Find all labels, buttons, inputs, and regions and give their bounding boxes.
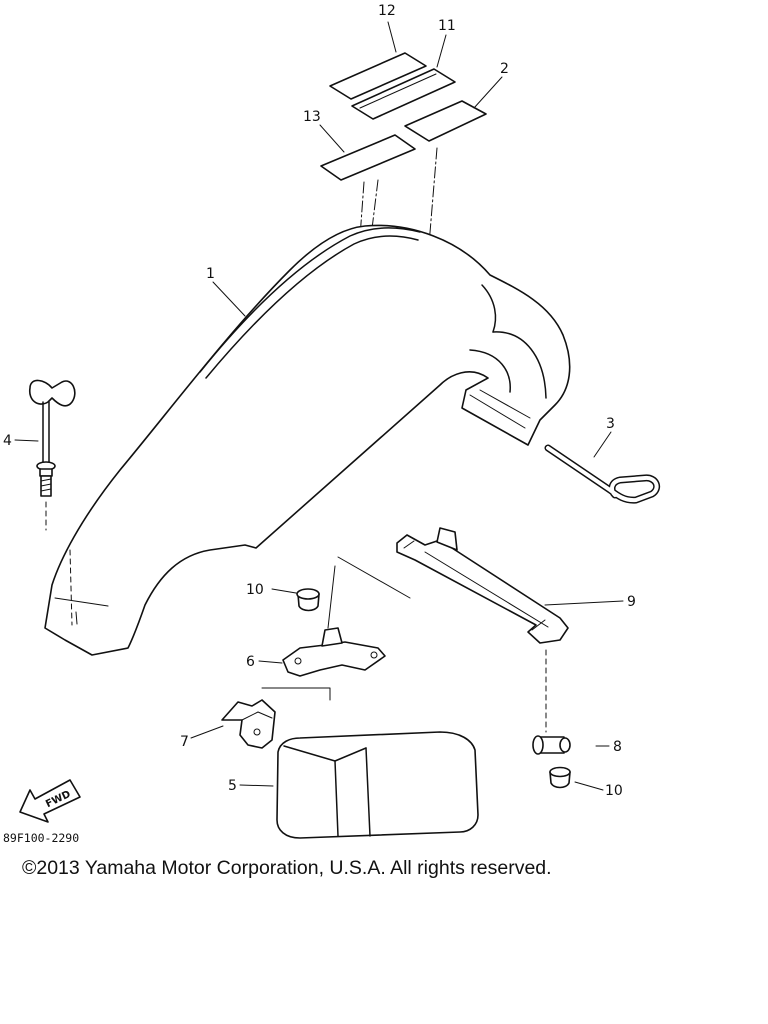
assembly-line [327, 565, 336, 629]
projection-line [423, 147, 438, 306]
leader-line-10-lower [574, 781, 604, 791]
forward-arrow: FWD [19, 779, 81, 823]
fender-rear-flap-line [481, 284, 497, 333]
callout-7: 7 [180, 734, 189, 750]
stay-end-flange [403, 540, 546, 631]
decal-2 [404, 100, 487, 142]
plate-hole [294, 657, 302, 665]
decal-13 [320, 134, 416, 181]
cap-part-10-lower [549, 766, 571, 789]
cap-top [549, 766, 571, 778]
callout-3: 3 [606, 416, 615, 432]
grommet-part-8 [532, 735, 571, 755]
bracket-fold-line [241, 711, 273, 721]
stay-tab [436, 527, 458, 551]
stay-body [396, 534, 569, 644]
callout-10-upper: 10 [246, 582, 264, 598]
bracket-part-7 [221, 699, 276, 749]
rod-body [546, 446, 659, 503]
bracket-plate-part-6 [282, 627, 386, 677]
copyright-notice: ©2013 Yamaha Motor Corporation, U.S.A. A… [22, 857, 552, 879]
box-outline [276, 731, 479, 839]
assembly-line [261, 687, 331, 701]
leader-line-12 [387, 21, 397, 53]
callout-1: 1 [206, 266, 215, 282]
callout-9: 9 [627, 594, 636, 610]
fender-end-detail [54, 597, 109, 625]
projection-line [369, 179, 379, 246]
bracket-hole [253, 728, 261, 736]
decal-11-inner-line [359, 73, 437, 109]
decal-11 [351, 68, 456, 120]
leader-line-6 [258, 660, 283, 664]
callout-10-lower: 10 [605, 783, 623, 799]
fender-rim-line [199, 227, 421, 373]
callout-labels: 12 11 2 13 1 4 3 10 9 6 7 8 5 10 [3, 3, 636, 799]
callout-6: 6 [246, 654, 255, 670]
rod-part-3 [544, 444, 661, 504]
callout-2: 2 [500, 61, 509, 77]
callout-11: 11 [438, 18, 456, 34]
wing-bolt-head [28, 379, 76, 407]
grommet-flange [532, 735, 544, 755]
leader-line-11 [436, 34, 447, 68]
leader-line-2 [473, 76, 503, 109]
callout-12: 12 [378, 3, 396, 19]
assembly-lines [261, 556, 547, 733]
callout-4: 4 [3, 433, 12, 449]
leader-line-1 [212, 281, 246, 317]
leader-line-10-upper [271, 588, 297, 594]
leader-lines [14, 21, 624, 791]
leader-line-9 [544, 600, 624, 606]
fender-rear-inner-line [469, 349, 511, 393]
fender-rim-line [205, 235, 419, 379]
plate-hole [370, 651, 378, 659]
decal-12 [329, 52, 427, 100]
decal-group [320, 52, 487, 181]
drawing-code: 89F100-2290 [3, 831, 79, 845]
fender-rear-inner-line [492, 331, 547, 399]
callout-5: 5 [228, 778, 237, 794]
plate-tab [321, 627, 343, 647]
stay-center-line [424, 551, 549, 628]
fender-hidden-line [69, 549, 73, 626]
wing-bolt-part-4 [28, 379, 76, 531]
plate-body [282, 641, 386, 677]
bracket-body [221, 699, 276, 749]
cap-top [296, 588, 320, 600]
fender-outline [44, 224, 571, 656]
fender-mount-bracket [469, 389, 531, 429]
callout-8: 8 [613, 739, 622, 755]
grommet-end [559, 737, 571, 753]
stay-part-9 [396, 527, 569, 644]
leader-line-7 [190, 725, 224, 739]
leader-line-3 [593, 431, 612, 458]
box-seam [334, 747, 371, 837]
rod-outline [544, 444, 661, 504]
leader-line-5 [239, 784, 274, 787]
fender-part-1 [44, 224, 571, 656]
callout-13: 13 [303, 109, 321, 125]
box-part-5 [276, 731, 479, 839]
assembly-line [337, 556, 411, 599]
leader-line-13 [319, 124, 345, 153]
forward-arrow-icon [19, 779, 81, 823]
leader-line-4 [14, 439, 39, 442]
parts-diagram: 12 11 2 13 1 4 3 10 9 6 7 8 5 10 FWD 89F… [3, 3, 661, 845]
wing-bolt-collar [39, 468, 53, 477]
cap-part-10-upper [296, 588, 320, 612]
wing-bolt-thread-lines [40, 478, 52, 492]
